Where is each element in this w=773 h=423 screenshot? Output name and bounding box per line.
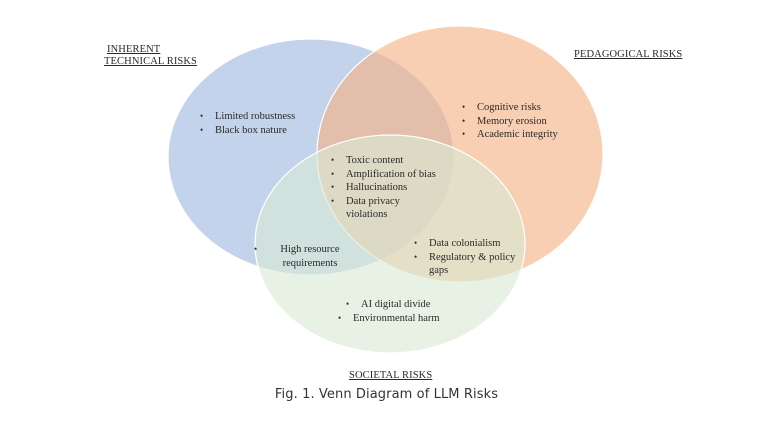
inherent-and-societal-list: High resource requirements [254, 243, 351, 270]
list-item: Hallucinations [331, 181, 451, 195]
pedagogical-risks-label: PEDAGOGICAL RISKS [574, 49, 683, 60]
all-three-list: Toxic content Amplification of bias Hall… [331, 154, 451, 222]
list-item: Cognitive risks [462, 101, 558, 115]
list-item: AI digital divide [346, 298, 440, 312]
list-item: Regulatory & policy gaps [414, 251, 529, 278]
list-item: Toxic content [331, 154, 451, 168]
list-item: Environmental harm [338, 312, 440, 326]
inherent-technical-risks-label: INHERENT TECHNICAL RISKS [104, 44, 197, 68]
list-item: Black box nature [200, 124, 295, 138]
list-item: Data colonialism [414, 237, 529, 251]
pedagogical-and-societal-list: Data colonialism Regulatory & policy gap… [414, 237, 529, 278]
inherent-only-list: Limited robustness Black box nature [200, 110, 295, 137]
figure-caption: Fig. 1. Venn Diagram of LLM Risks [274, 387, 499, 402]
list-item: High resource requirements [254, 243, 351, 270]
pedagogical-only-list: Cognitive risks Memory erosion Academic … [462, 101, 558, 142]
list-item: Limited robustness [200, 110, 295, 124]
list-item: Academic integrity [462, 128, 558, 142]
inherent-label-line1: INHERENT [107, 44, 161, 55]
list-item: Data privacy violations [331, 195, 416, 222]
inherent-label-line2: TECHNICAL RISKS [104, 56, 197, 67]
list-item: Amplification of bias [331, 168, 451, 182]
societal-only-list: AI digital divide Environmental harm [338, 298, 440, 325]
societal-risks-label: SOCIETAL RISKS [349, 370, 433, 381]
list-item: Memory erosion [462, 115, 558, 129]
